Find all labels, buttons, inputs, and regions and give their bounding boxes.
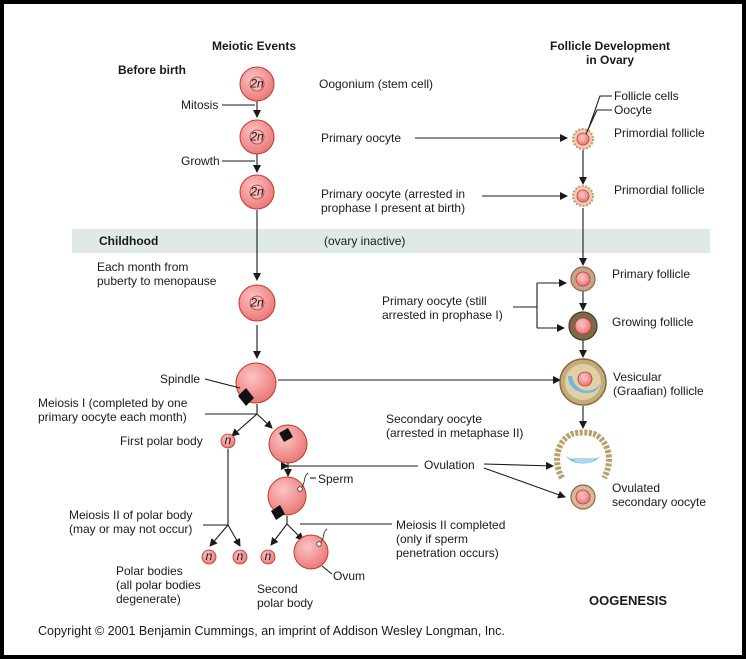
- primary-follicle-label: Primary follicle: [612, 267, 690, 281]
- polar-bodies-line1: Polar bodies: [116, 564, 183, 578]
- ovulated-label-line1: Ovulated: [612, 481, 660, 495]
- meiosis1-label-line1: Meiosis I (completed by one: [38, 396, 188, 410]
- svg-text:2n: 2n: [249, 130, 264, 144]
- oogonium-cell: 2n: [239, 66, 275, 102]
- ovulated-secondary-oocyte: [570, 484, 596, 510]
- svg-text:n: n: [206, 549, 213, 563]
- growing-follicle-label: Growing follicle: [612, 315, 694, 329]
- spindle-pointer: [204, 378, 241, 389]
- childhood-label: Childhood: [99, 234, 158, 248]
- arrested-label-line1: Primary oocyte (arrested in: [321, 187, 465, 201]
- follicle-cells-label: Follicle cells: [614, 89, 679, 103]
- childhood-band: [72, 229, 710, 253]
- first-polar-body: n: [220, 433, 236, 449]
- meiosis2-completed-line1: Meiosis II completed: [396, 518, 505, 532]
- svg-text:2n: 2n: [249, 185, 264, 199]
- oocyte-pointer: [585, 109, 612, 135]
- polar-bodies-line2: (all polar bodies: [116, 578, 201, 592]
- still-arrested-line2: arrested in prophase I): [382, 308, 503, 322]
- meiosis2-polar-line1: Meiosis II of polar body: [69, 508, 192, 522]
- monthly-label-line2: puberty to menopause: [97, 274, 217, 288]
- meiotic-events-heading: Meiotic Events: [212, 39, 296, 53]
- polar-body-2: n: [232, 549, 248, 565]
- ovum-cell: [293, 528, 329, 570]
- polar-bodies-line3: degenerate): [116, 592, 181, 606]
- follicle-cells-pointer: [587, 95, 612, 131]
- oogenesis-diagram: Meiotic Events Follicle Development in O…: [38, 39, 710, 638]
- before-birth-label: Before birth: [118, 63, 186, 77]
- svg-text:n: n: [265, 549, 272, 563]
- meiosis2-polar-line2: (may or may not occur): [69, 522, 192, 536]
- second-polar-line1: Second: [257, 582, 298, 596]
- vesicular-follicle: [559, 358, 607, 406]
- spindle-label: Spindle: [160, 372, 200, 386]
- follicle-heading-line2: in Ovary: [586, 53, 634, 67]
- polar-body-1: n: [201, 549, 217, 565]
- growth-label: Growth: [181, 154, 220, 168]
- svg-text:n: n: [225, 433, 232, 447]
- oogenesis-title: OOGENESIS: [589, 593, 667, 608]
- mitosis-label: Mitosis: [181, 98, 218, 112]
- ruptured-follicle: [554, 429, 612, 480]
- secondary-oocyte-cell: [268, 424, 308, 464]
- ovulation-label: Ovulation: [424, 458, 475, 472]
- vesicular-label-line2: (Graafian) follicle: [613, 384, 704, 398]
- svg-text:2n: 2n: [249, 296, 264, 310]
- primary-oocyte-label: Primary oocyte: [321, 131, 401, 145]
- primordial-follicle-label-1: Primordial follicle: [614, 126, 705, 140]
- ovary-inactive-label: (ovary inactive): [324, 234, 405, 248]
- primordial-follicle-label-2: Primordial follicle: [614, 183, 705, 197]
- meiosis1-label-line2: primary oocyte each month): [38, 410, 187, 424]
- svg-text:2n: 2n: [249, 77, 264, 91]
- arrested-label-line2: prophase I present at birth): [321, 201, 465, 215]
- meiosis2-completed-line2: (only if sperm: [396, 532, 468, 546]
- primary-follicle: [570, 266, 596, 292]
- svg-text:n: n: [237, 549, 244, 563]
- secondary-oocyte-label-line2: (arrested in metaphase II): [386, 426, 523, 440]
- arrested-oocyte-cell: 2n: [239, 174, 275, 210]
- sperm-penetration-cell: [267, 472, 309, 520]
- monthly-oocyte-cell: 2n: [238, 284, 276, 322]
- spindle-cell: [235, 362, 277, 406]
- first-polar-body-label: First polar body: [120, 434, 203, 448]
- second-polar-body: n: [260, 549, 276, 565]
- ovulated-label-line2: secondary oocyte: [612, 495, 706, 509]
- follicle-heading-line1: Follicle Development: [550, 39, 670, 53]
- meiosis2-completed-line3: penetration occurs): [396, 546, 499, 560]
- oocyte-label: Oocyte: [614, 103, 652, 117]
- oogonium-label: Oogonium (stem cell): [319, 77, 433, 91]
- vesicular-label-line1: Vesicular: [613, 370, 662, 384]
- copyright-notice: Copyright © 2001 Benjamin Cummings, an i…: [38, 624, 505, 638]
- sperm-label: Sperm: [318, 472, 353, 486]
- primary-oocyte-cell: 2n: [239, 119, 275, 155]
- primordial-follicle-2: [572, 185, 594, 207]
- growing-follicle: [568, 311, 598, 341]
- second-polar-line2: polar body: [257, 596, 313, 610]
- ovum-label: Ovum: [333, 569, 365, 583]
- secondary-oocyte-label-line1: Secondary oocyte: [386, 412, 482, 426]
- primordial-follicle-1: [572, 128, 594, 150]
- monthly-label-line1: Each month from: [97, 260, 188, 274]
- still-arrested-line1: Primary oocyte (still: [382, 294, 487, 308]
